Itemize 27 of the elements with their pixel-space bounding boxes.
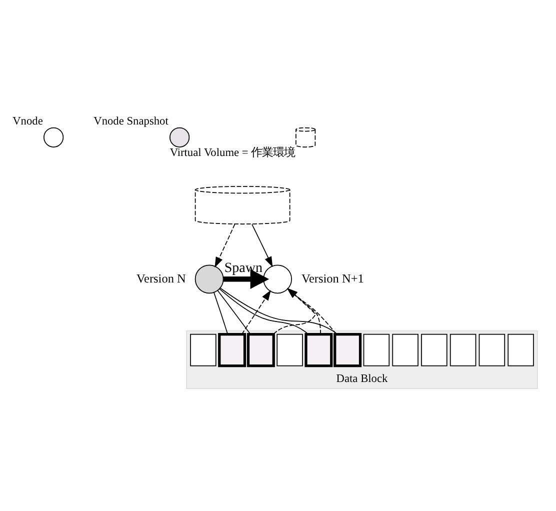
node-circle (263, 264, 292, 294)
connector (217, 290, 251, 335)
node-box (246, 332, 275, 368)
node-box (508, 334, 534, 366)
node-label: Version N+1 (302, 271, 364, 286)
node-box (392, 334, 418, 366)
legend-label: Virtual Volume = 作業環境 (170, 147, 296, 160)
connector (213, 292, 228, 335)
node-box (363, 334, 390, 366)
arrow (223, 269, 270, 289)
node-box (478, 334, 506, 366)
node-label: Version N (136, 271, 186, 286)
node-box (190, 334, 216, 366)
node-box (450, 334, 476, 366)
legend-label: Vnode Snapshot (94, 116, 168, 128)
edge-label: Spawn (224, 260, 262, 276)
arrow (241, 290, 271, 335)
node-box (218, 332, 246, 368)
legend-label: Vnode (12, 116, 43, 128)
node-box (421, 334, 448, 366)
node-box (334, 332, 362, 368)
node-box (304, 332, 333, 368)
node-box (276, 334, 303, 366)
arrow (252, 224, 273, 268)
arrow (214, 224, 236, 268)
cluster: Data Block (186, 330, 538, 389)
node-circle (194, 264, 224, 294)
